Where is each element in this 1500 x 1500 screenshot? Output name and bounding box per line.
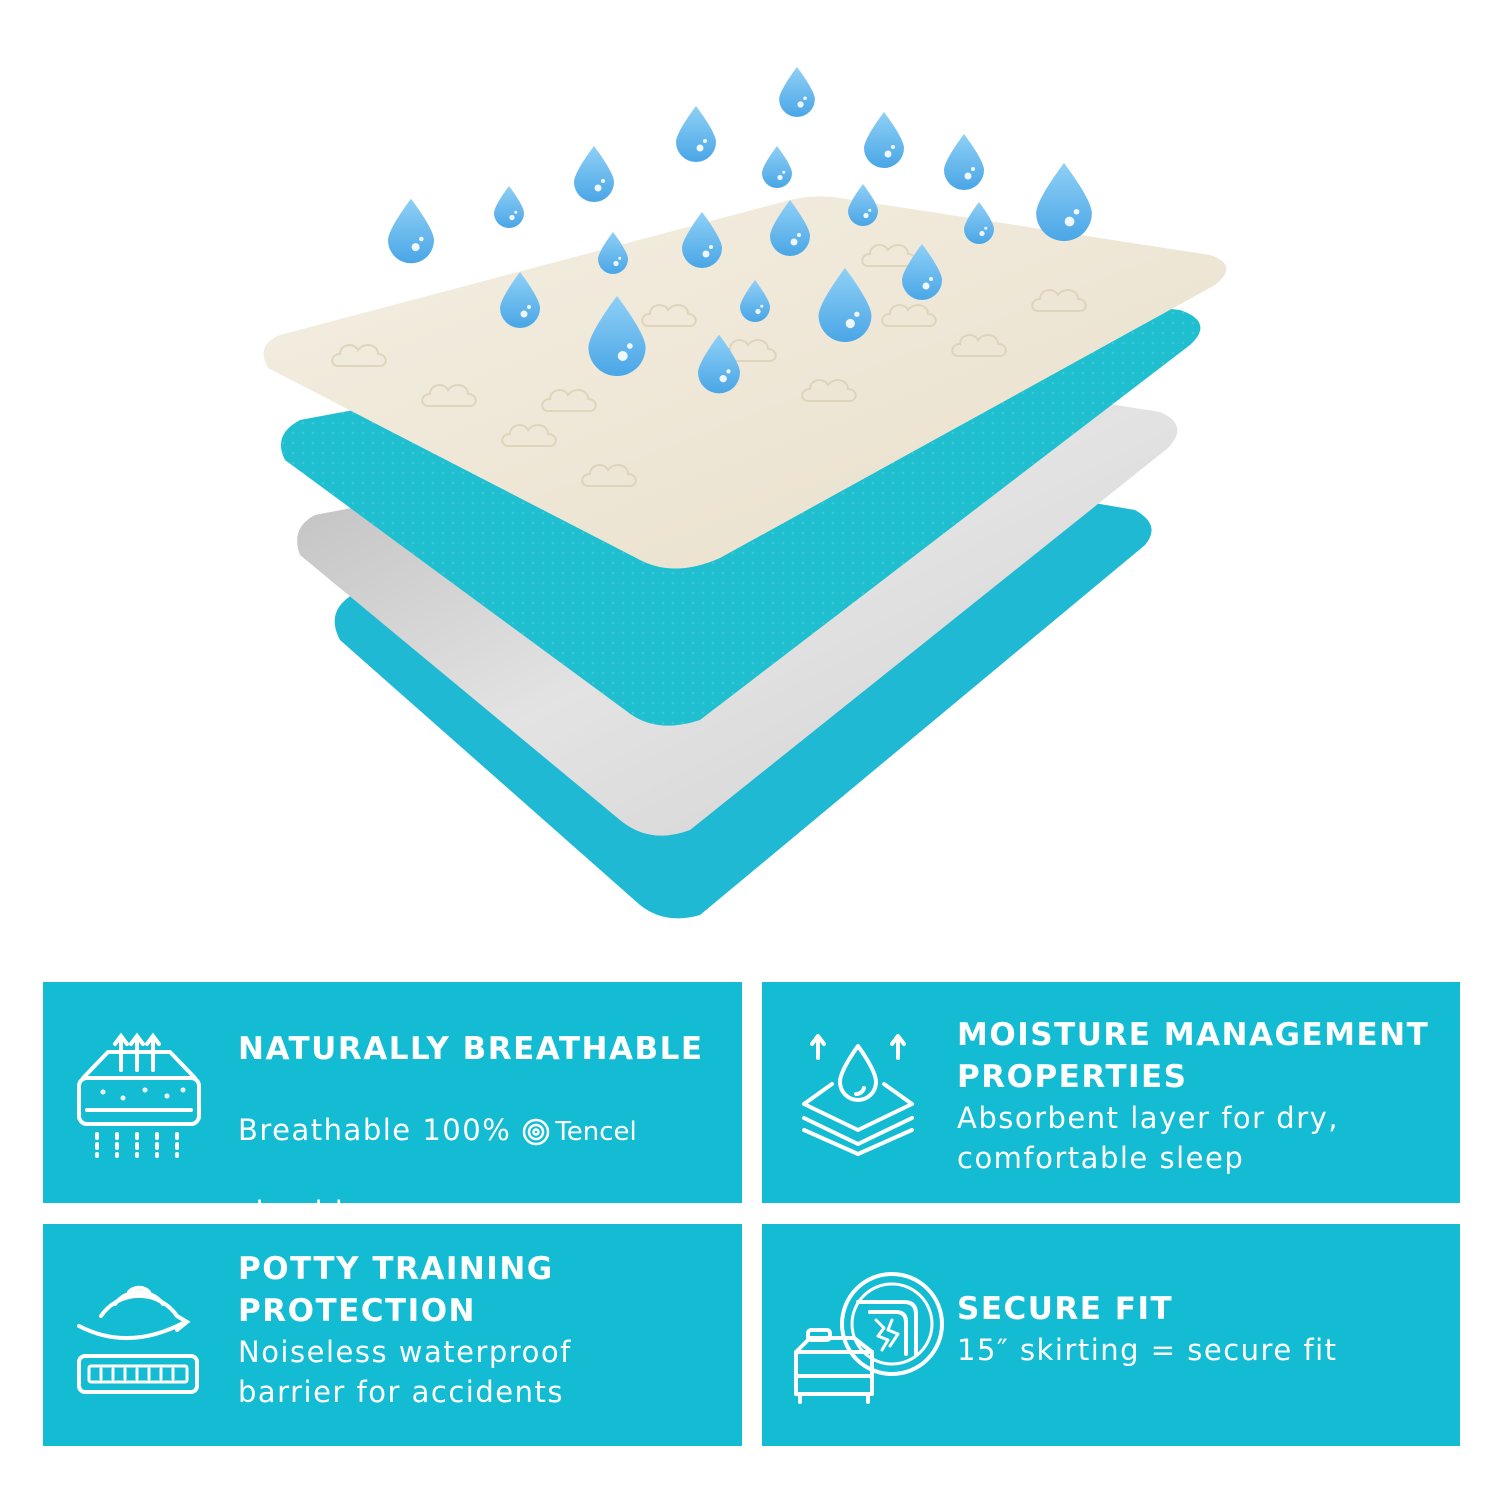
feature-title: SECURE FIT: [957, 1291, 1174, 1327]
feature-description: Noiseless waterproof barrier for acciden…: [238, 1335, 572, 1409]
feature-title: MOISTURE MANAGEMENT PROPERTIES: [957, 1017, 1430, 1095]
feature-description: 15″ skirting = secure fit: [957, 1333, 1338, 1367]
feature-card-breathable: NATURALLY BREATHABLE Breathable 100% Tenc…: [43, 982, 742, 1229]
feature-title: POTTY TRAINING PROTECTION: [238, 1251, 554, 1329]
tencel-logo: Tencel: [521, 1112, 637, 1152]
feature-card-secure-fit: SECURE FIT 15″ skirting = secure fit: [762, 1224, 1460, 1446]
feature-description-line: cloud layer: [238, 1195, 416, 1229]
feature-card-moisture: MOISTURE MANAGEMENT PROPERTIES Absorbent…: [762, 982, 1460, 1203]
feature-description: Absorbent layer for dry, comfortable sle…: [957, 1101, 1340, 1175]
cloud-top-layer: [263, 196, 1227, 569]
feature-description: Breathable 100% Tencel cloud layer: [238, 1070, 722, 1232]
layered-pad-illustration: [263, 67, 1227, 919]
moisture-layers-icon: [792, 1026, 924, 1156]
breathable-mattress-icon: [73, 1030, 205, 1160]
tencel-brand-text: Tencel: [555, 1117, 637, 1147]
feature-title: NATURALLY BREATHABLE: [238, 1031, 704, 1067]
feature-card-potty-training: POTTY TRAINING PROTECTION Noiseless wate…: [43, 1224, 742, 1446]
secure-fit-magnifier-icon: [792, 1268, 952, 1408]
noiseless-pad-icon: [73, 1274, 205, 1404]
feature-description-line: Breathable 100%: [238, 1113, 512, 1147]
